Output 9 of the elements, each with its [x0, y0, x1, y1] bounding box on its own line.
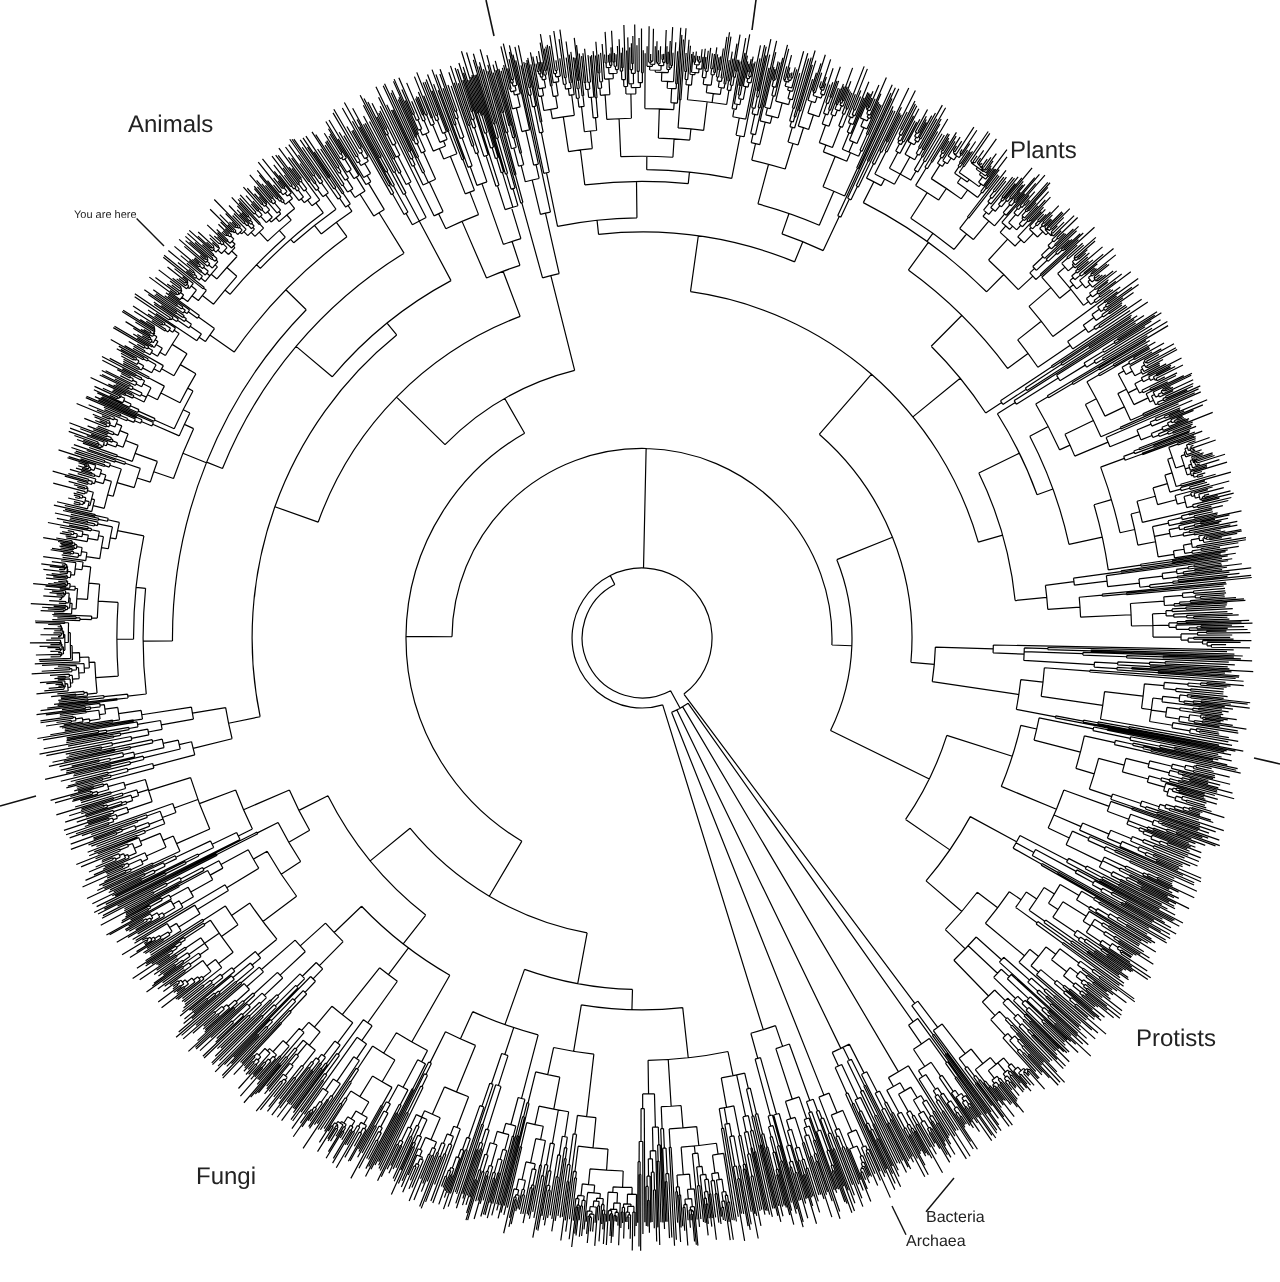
leader-line: [925, 1177, 955, 1213]
clade-label: Fungi: [196, 1164, 257, 1192]
clade-label: Animals: [128, 112, 214, 140]
leader-line: [135, 217, 165, 247]
callout-label: Bacteria: [926, 1208, 985, 1227]
callout-label: Archaea: [906, 1232, 966, 1251]
leader-line: [891, 1205, 907, 1236]
clade-label: Protists: [1136, 1026, 1217, 1054]
clade-label: Plants: [1010, 138, 1077, 166]
